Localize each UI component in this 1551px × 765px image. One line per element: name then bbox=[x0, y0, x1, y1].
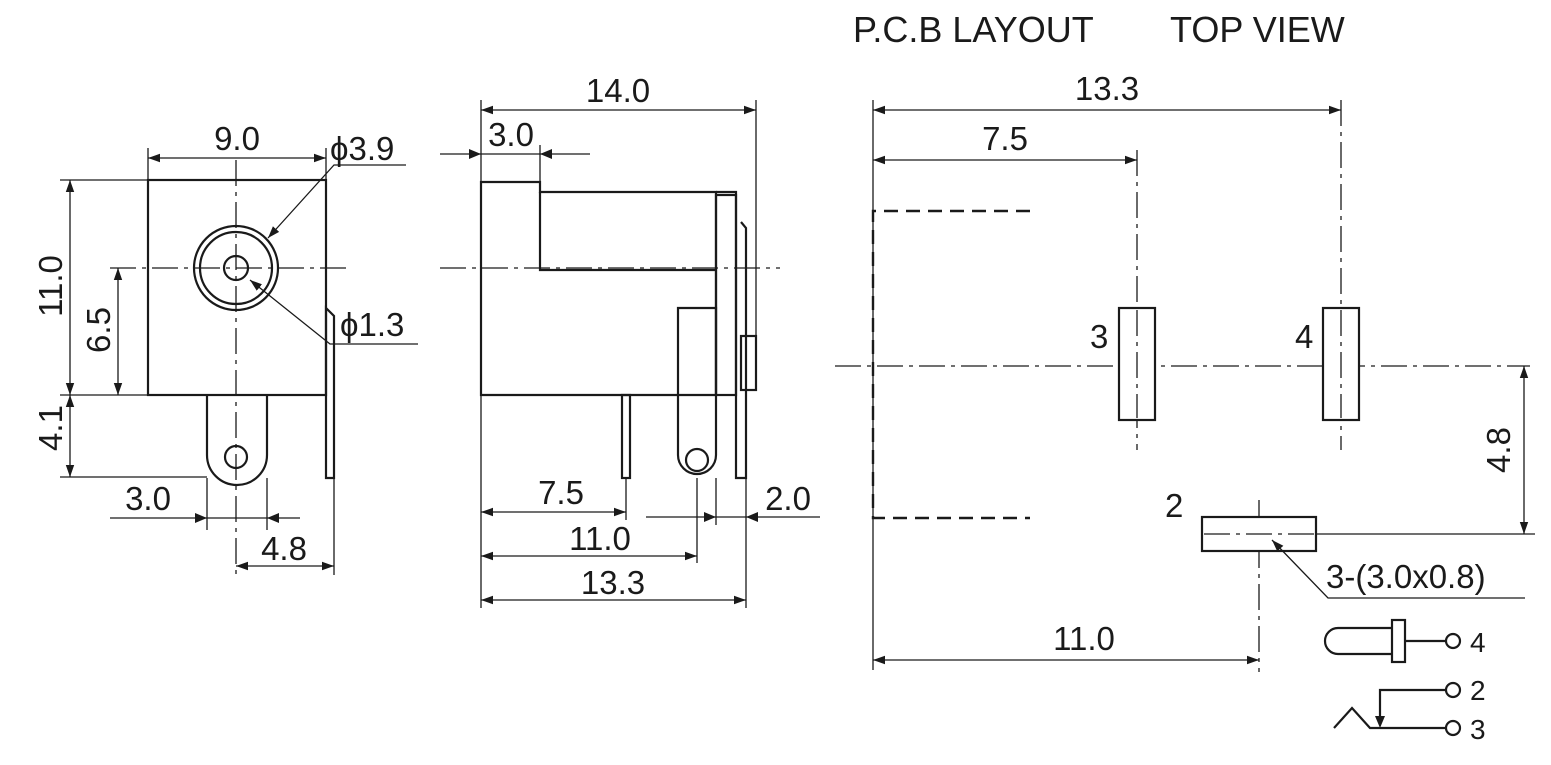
plug-flange bbox=[1390, 618, 1407, 664]
dim-outer-diameter: ϕ3.9 bbox=[330, 130, 394, 167]
side-view: 14.0 3.0 7.5 2.0 11.0 13.3 bbox=[440, 72, 820, 608]
side-rear-contact bbox=[716, 190, 748, 480]
pcb-layout: P.C.B LAYOUT TOP VIEW 3 4 2 13.3 7.5 11.… bbox=[835, 9, 1535, 672]
pin-4-terminal bbox=[1444, 632, 1462, 650]
front-bottom-pin bbox=[205, 395, 269, 487]
front-body bbox=[146, 178, 328, 397]
side-flange bbox=[714, 193, 738, 397]
schematic-pin-2: 2 bbox=[1470, 675, 1486, 706]
front-view: 9.0 ϕ3.9 ϕ1.3 11.0 6.5 4.1 3.0 4.8 bbox=[32, 120, 418, 575]
schematic-pin-3: 3 bbox=[1470, 714, 1486, 745]
dim-front-step: 3.0 bbox=[488, 116, 534, 153]
leader-outer-diameter bbox=[267, 164, 406, 239]
side-middle-pin bbox=[676, 306, 718, 476]
side-body bbox=[479, 180, 718, 397]
dim-length: 14.0 bbox=[586, 72, 650, 109]
dim-pin2: 11.0 bbox=[569, 520, 631, 557]
dim-inner-diameter: ϕ1.3 bbox=[340, 306, 404, 343]
plug-symbol bbox=[1323, 626, 1392, 656]
dim-pin-offset: 3.0 bbox=[125, 480, 171, 517]
dim-pad3: 7.5 bbox=[982, 120, 1028, 157]
dim-pin-length: 4.1 bbox=[32, 405, 69, 451]
dim-pad-vertical: 4.8 bbox=[1480, 427, 1517, 473]
dim-pin1: 7.5 bbox=[538, 474, 584, 511]
pcb-outline bbox=[871, 209, 1030, 520]
dim-pin-gap: 2.0 bbox=[765, 480, 811, 517]
pin-3-switch bbox=[1333, 706, 1446, 730]
dim-center-height: 6.5 bbox=[80, 307, 117, 353]
dim-height: 11.0 bbox=[32, 255, 69, 317]
leader-pad-size bbox=[1271, 539, 1525, 599]
side-pin-hole bbox=[684, 447, 710, 473]
side-rear-tab bbox=[739, 334, 758, 392]
pin-3-terminal bbox=[1444, 719, 1462, 737]
title-top-view: TOP VIEW bbox=[1170, 9, 1345, 50]
dim-overall: 13.3 bbox=[1075, 70, 1139, 107]
dim-width: 9.0 bbox=[214, 120, 260, 157]
side-front-pin bbox=[620, 393, 632, 480]
dim-pad-size: 3-(3.0x0.8) bbox=[1326, 558, 1486, 595]
jack-schematic: 4 2 3 bbox=[1323, 618, 1486, 745]
pin-2-terminal bbox=[1444, 681, 1462, 699]
front-side-pin bbox=[324, 305, 336, 480]
title-pcb-layout: P.C.B LAYOUT bbox=[853, 9, 1094, 50]
leader-inner-diameter bbox=[249, 279, 418, 345]
dim-pin-spacing: 4.8 bbox=[261, 530, 307, 567]
dim-pad2: 11.0 bbox=[1053, 620, 1115, 657]
pad2-label: 2 bbox=[1165, 487, 1183, 524]
dim-pin3: 13.3 bbox=[581, 564, 645, 601]
pad4-label: 4 bbox=[1295, 318, 1313, 355]
pad3-label: 3 bbox=[1090, 318, 1108, 355]
side-barrel-step bbox=[538, 192, 716, 272]
schematic-pin-4: 4 bbox=[1470, 627, 1486, 658]
pin-2-contact bbox=[1378, 688, 1446, 722]
